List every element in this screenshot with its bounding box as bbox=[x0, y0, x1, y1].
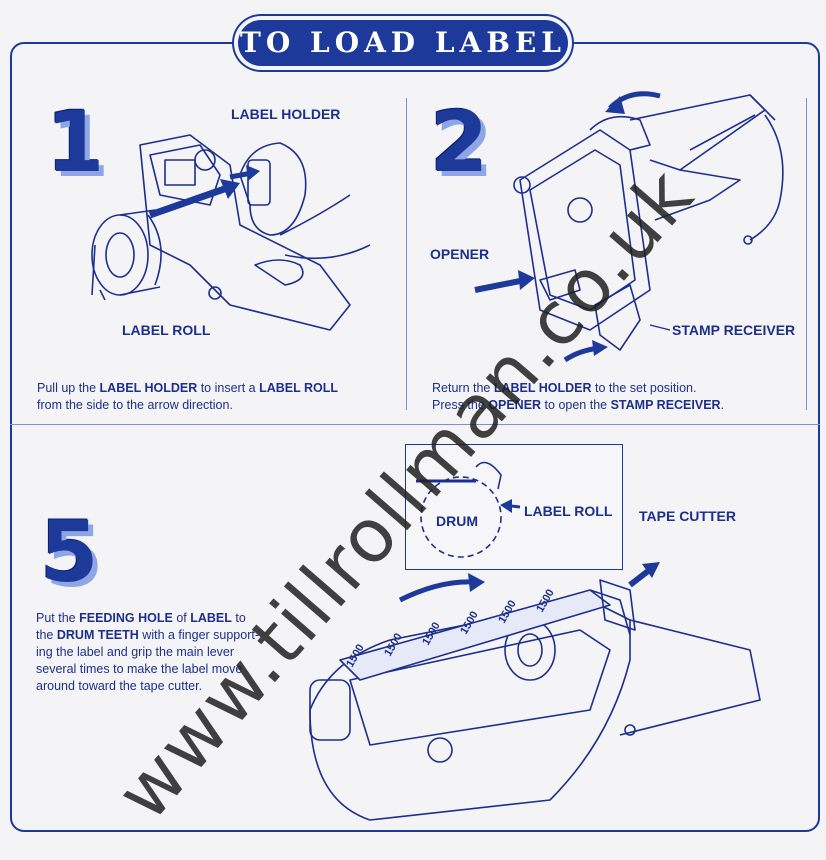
page-title: TO LOAD LABEL bbox=[238, 20, 568, 66]
step-1-illustration bbox=[91, 134, 371, 331]
panel-divider-vertical bbox=[406, 98, 407, 410]
step-1-caption: Pull up the LABEL HOLDER to insert a LAB… bbox=[37, 381, 339, 412]
callout-label-holder: LABEL HOLDER bbox=[231, 106, 341, 122]
callout-label-roll-inset: LABEL ROLL bbox=[524, 503, 613, 519]
drum-gear-diagram bbox=[416, 461, 521, 558]
step-2-number: 2 bbox=[430, 93, 489, 191]
step-5-illustration: 1500 1500 1500 1500 1500 1500 bbox=[309, 562, 761, 821]
callout-opener: OPENER bbox=[430, 246, 490, 262]
callout-drum: DRUM bbox=[436, 513, 478, 529]
step-5-caption: Put the FEEDING HOLE of LABEL to the DRU… bbox=[36, 611, 260, 693]
drum-detail-inset: DRUM LABEL ROLL bbox=[405, 444, 623, 570]
callout-tape-cutter: TAPE CUTTER bbox=[639, 508, 736, 524]
step-2-caption: Return the LABEL HOLDER to the set posit… bbox=[432, 381, 725, 412]
callout-stamp-receiver: STAMP RECEIVER bbox=[672, 322, 796, 338]
step-1-number: 1 bbox=[46, 93, 105, 191]
panel-divider-right bbox=[806, 98, 807, 410]
step-5-number: 5 bbox=[40, 503, 99, 601]
step-2-illustration bbox=[474, 91, 784, 363]
panel-divider-horizontal bbox=[10, 424, 820, 425]
callout-label-roll: LABEL ROLL bbox=[122, 322, 211, 338]
